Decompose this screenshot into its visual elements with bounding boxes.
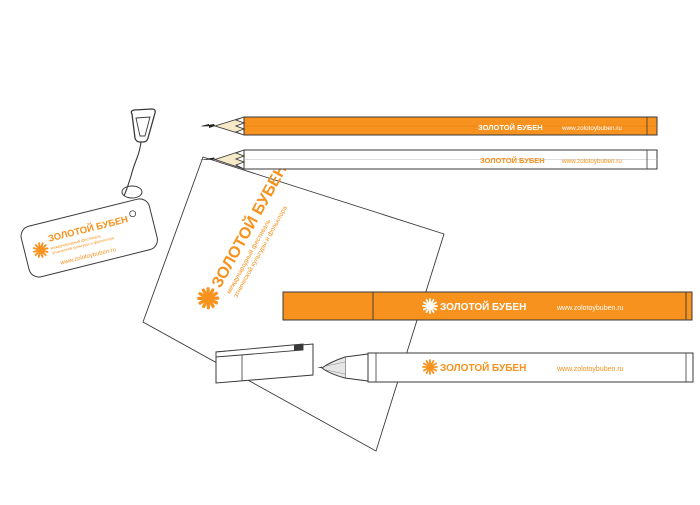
keychain: ЗОЛОТОЙ БУБЕН международный фестиваль эт…	[20, 108, 158, 278]
pen-orange: ЗОЛОТОЙ БУБЕН www.zolotoybuben.ru	[282, 291, 693, 321]
pen-white-url: www.zolotoybuben.ru	[556, 366, 624, 373]
pencil-orange-url: www.zolotoybuben.ru	[561, 125, 622, 132]
pencil-white-url: www.zolotoybuben.ru	[561, 158, 622, 165]
pen-orange-url: www.zolotoybuben.ru	[556, 305, 624, 312]
pen-cap	[215, 343, 314, 384]
pen-white-brand-name: ЗОЛОТОЙ БУБЕН	[440, 361, 526, 374]
pencil-orange-brand-name: ЗОЛОТОЙ БУБЕН	[478, 123, 543, 132]
pen-orange-brand-name: ЗОЛОТОЙ БУБЕН	[440, 300, 526, 313]
keychain-ring	[121, 185, 143, 199]
pencil-white: ЗОЛОТОЙ БУБЕН www.zolotoybuben.ru	[200, 149, 658, 170]
pencil-orange: ЗОЛОТОЙ БУБЕН www.zolotoybuben.ru	[200, 116, 658, 136]
keychain-clip	[130, 108, 156, 143]
keychain-tag: ЗОЛОТОЙ БУБЕН международный фестиваль эт…	[20, 198, 158, 278]
pen-white: ЗОЛОТОЙ БУБЕН www.zolotoybuben.ru	[317, 352, 694, 383]
pencil-white-brand-name: ЗОЛОТОЙ БУБЕН	[480, 156, 545, 165]
keychain-chain	[123, 141, 142, 197]
